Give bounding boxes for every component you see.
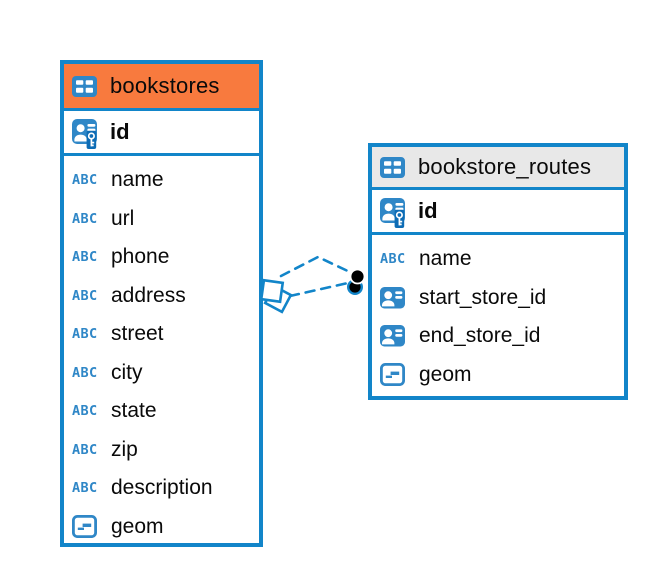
text-type-icon: ABC bbox=[72, 326, 98, 343]
table-icon bbox=[72, 75, 102, 97]
primary-key-label: id bbox=[418, 198, 438, 223]
primary-key-row[interactable]: id bbox=[64, 111, 259, 156]
column-name: geom bbox=[419, 362, 472, 386]
text-type-icon: ABC bbox=[72, 441, 98, 458]
table-column-row[interactable]: ABC phone bbox=[64, 238, 259, 277]
relationship-line-lower[interactable] bbox=[288, 281, 350, 298]
table-icon bbox=[380, 156, 410, 178]
text-type-icon: ABC bbox=[72, 210, 98, 227]
table-column-row[interactable]: ABC city bbox=[64, 354, 259, 393]
relationship-source-marker[interactable] bbox=[259, 278, 293, 314]
column-name: state bbox=[111, 399, 157, 423]
table-column-row[interactable]: ABC name bbox=[372, 240, 624, 279]
entity-header[interactable]: bookstores bbox=[64, 64, 259, 111]
entity-bookstore-routes[interactable]: bookstore_routes id ABC name start_store… bbox=[368, 143, 628, 400]
text-type-icon: ABC bbox=[72, 172, 98, 189]
column-name: phone bbox=[111, 245, 170, 269]
column-name: street bbox=[111, 322, 164, 346]
geometry-type-icon bbox=[380, 363, 410, 387]
primary-key-label: id bbox=[110, 119, 130, 144]
entity-header[interactable]: bookstore_routes bbox=[372, 147, 624, 190]
column-name: city bbox=[111, 360, 143, 384]
primary-key-icon bbox=[380, 197, 410, 228]
column-name: url bbox=[111, 206, 135, 230]
column-list: ABC name ABC url ABC phone ABC address A… bbox=[64, 156, 259, 550]
column-name: name bbox=[419, 247, 472, 271]
relationship-line-upper[interactable] bbox=[279, 255, 354, 278]
text-type-icon: ABC bbox=[72, 364, 98, 381]
foreign-key-icon bbox=[380, 325, 410, 347]
table-column-row[interactable]: ABC name bbox=[64, 161, 259, 200]
primary-key-row[interactable]: id bbox=[372, 190, 624, 235]
text-type-icon: ABC bbox=[72, 403, 98, 420]
table-column-row[interactable]: ABC street bbox=[64, 315, 259, 354]
relationship-target-marker[interactable] bbox=[347, 268, 366, 296]
table-column-row[interactable]: ABC description bbox=[64, 469, 259, 508]
table-column-row[interactable]: ABC state bbox=[64, 392, 259, 431]
column-name: start_store_id bbox=[419, 285, 547, 309]
column-name: end_store_id bbox=[419, 324, 541, 348]
column-name: description bbox=[111, 476, 213, 500]
foreign-key-icon bbox=[380, 286, 410, 309]
table-column-row[interactable]: ABC address bbox=[64, 277, 259, 316]
primary-key-icon bbox=[72, 118, 102, 149]
table-column-row[interactable]: end_store_id bbox=[372, 317, 624, 356]
geometry-type-icon bbox=[72, 515, 102, 539]
table-column-row[interactable]: geom bbox=[64, 508, 259, 547]
text-type-icon: ABC bbox=[72, 287, 98, 304]
text-type-icon: ABC bbox=[72, 249, 98, 266]
entity-title: bookstore_routes bbox=[418, 154, 592, 179]
text-type-icon: ABC bbox=[380, 251, 406, 268]
table-column-row[interactable]: geom bbox=[372, 356, 624, 395]
table-column-row[interactable]: start_store_id bbox=[372, 279, 624, 318]
column-name: name bbox=[111, 168, 164, 192]
text-type-icon: ABC bbox=[72, 480, 98, 497]
column-list: ABC name start_store_id end_store_id geo… bbox=[372, 235, 624, 398]
table-column-row[interactable]: ABC zip bbox=[64, 431, 259, 470]
entity-title: bookstores bbox=[110, 73, 220, 98]
entity-bookstores[interactable]: bookstores id ABC name ABC url ABC phone… bbox=[60, 60, 263, 547]
column-name: zip bbox=[111, 437, 138, 461]
column-name: geom bbox=[111, 514, 164, 538]
table-column-row[interactable]: ABC url bbox=[64, 200, 259, 239]
column-name: address bbox=[111, 283, 186, 307]
